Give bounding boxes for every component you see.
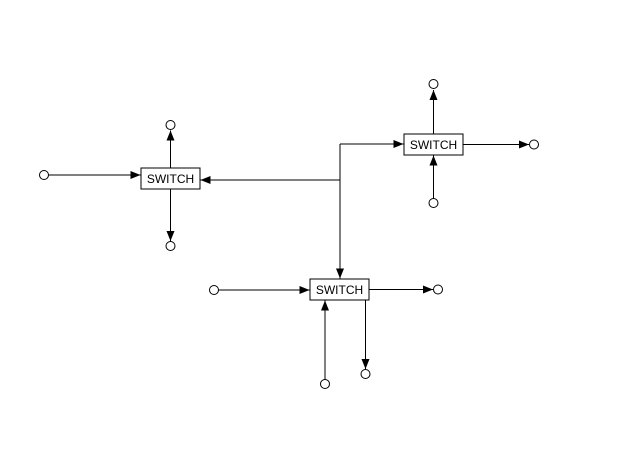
switch-label-left: SWITCH bbox=[147, 172, 194, 186]
terminal-top-right-switch-east[interactable] bbox=[529, 139, 539, 150]
terminal-left-switch-south[interactable] bbox=[165, 241, 176, 251]
terminal-top-right-switch-south[interactable] bbox=[428, 198, 439, 208]
terminal-bottom-switch-east[interactable] bbox=[433, 284, 443, 295]
switch-node-bottom[interactable]: SWITCH bbox=[309, 278, 370, 301]
switch-node-left[interactable]: SWITCH bbox=[140, 167, 201, 190]
switch-box-bottom[interactable] bbox=[309, 278, 370, 301]
switch-label-top-right: SWITCH bbox=[410, 138, 457, 152]
terminal-bottom-switch-south-in[interactable] bbox=[320, 379, 330, 389]
switch-box-left[interactable] bbox=[140, 167, 201, 190]
terminal-top-right-switch-north[interactable] bbox=[428, 79, 439, 89]
terminal-left-switch-west[interactable] bbox=[39, 170, 49, 180]
terminal-bottom-switch-south-out[interactable] bbox=[360, 369, 371, 379]
terminal-left-switch-north[interactable] bbox=[165, 120, 176, 130]
switch-box-top-right[interactable] bbox=[403, 133, 464, 156]
terminal-bottom-switch-west[interactable] bbox=[209, 285, 219, 295]
switch-label-bottom: SWITCH bbox=[316, 283, 363, 297]
switch-node-top-right[interactable]: SWITCH bbox=[403, 133, 464, 156]
